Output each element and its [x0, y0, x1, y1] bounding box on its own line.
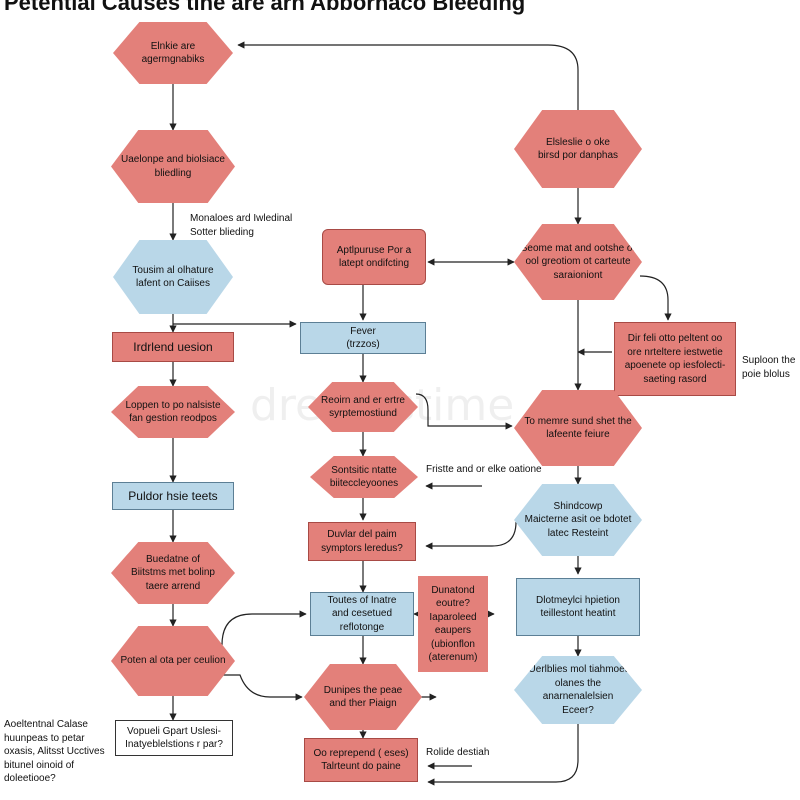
edge-m3-r4 [415, 393, 513, 430]
note-a2: Fristte and or elke oatione [426, 464, 542, 475]
node-r3[interactable]: Dir feli otto peltent oo ore nrteltere i… [614, 322, 736, 396]
node-m5[interactable]: Duvlar del paim symptors leredus? [308, 522, 416, 561]
node-n4[interactable]: Irdrlend uesion [112, 332, 234, 362]
note-a4: Rolide destiah [426, 747, 490, 758]
node-n3[interactable]: Tousim al olhature lafent on Caiises [113, 240, 233, 314]
node-n5[interactable]: Loppen to po nalsiste fan gestion reodpo… [111, 386, 235, 438]
node-r4[interactable]: To memre sund shet the lafeente feiure [514, 390, 642, 466]
node-m4[interactable]: Sontsitic ntatte biiteccleyoones [310, 456, 418, 498]
node-n1[interactable]: Elnkie are agermgnabiks [113, 22, 233, 84]
note-a3: Suploon the poie blolus [742, 355, 796, 380]
node-r1[interactable]: Elsleslie o oke birsd por danphas [514, 110, 642, 188]
edge-r2-r3 [639, 275, 672, 321]
node-n2[interactable]: Uaelonpe and biolsiace bliedling [111, 130, 235, 203]
edge-r5-m5 [425, 521, 517, 550]
edge-r1-n1 [237, 41, 579, 110]
node-m3[interactable]: Reoirn and er ertre syrptemostiund [308, 382, 418, 432]
edge-n8-m6 [221, 610, 307, 646]
note-a1: Monaloes ard Iwledinal Sotter blieding [190, 213, 293, 238]
node-n6[interactable]: Puldor hsie teets [112, 482, 234, 510]
node-r5[interactable]: Shindcowp Maicterne asit oe bdotet latec… [514, 484, 642, 556]
node-m8[interactable]: Oo reprepend ( eses) Talrteunt do paine [304, 738, 418, 782]
node-n7[interactable]: Buedatne of Biitstms met bolinp taere ar… [111, 542, 235, 604]
page-title: Petential Causes tihe are arh Abborhaco … [4, 0, 526, 15]
node-m6[interactable]: Toutes of Inatre and cesetued reflotonge [310, 592, 414, 636]
node-n9[interactable]: Vopueli Gpart Uslesi- Inatyeblelstions r… [115, 720, 233, 756]
node-m1[interactable]: Aptlpuruse Por a latept ondifcting [322, 229, 426, 285]
node-m9[interactable]: Dunatond eoutre? Iaparoleed eaupers (ubi… [418, 576, 488, 672]
node-m7[interactable]: Dunipes the peae and ther Piaign [304, 664, 422, 730]
edge-r7-m8 [427, 724, 579, 786]
node-r2[interactable]: Seome mat and ootshe ot ool greotiom ot … [514, 224, 642, 300]
node-r7[interactable]: Uerlblies mol tiahmoet olanes the anarne… [514, 656, 642, 724]
node-n8[interactable]: Poten al ota per ceulion [111, 626, 235, 696]
edge-n8-m7 [222, 674, 303, 701]
node-r6[interactable]: Dlotmeylci hpietion teillestont heatint [516, 578, 640, 636]
node-m2[interactable]: Fever (trzzos) [300, 322, 426, 354]
note-a5: Aoeltentnal Calase huunpeas to petar oxa… [4, 719, 105, 784]
